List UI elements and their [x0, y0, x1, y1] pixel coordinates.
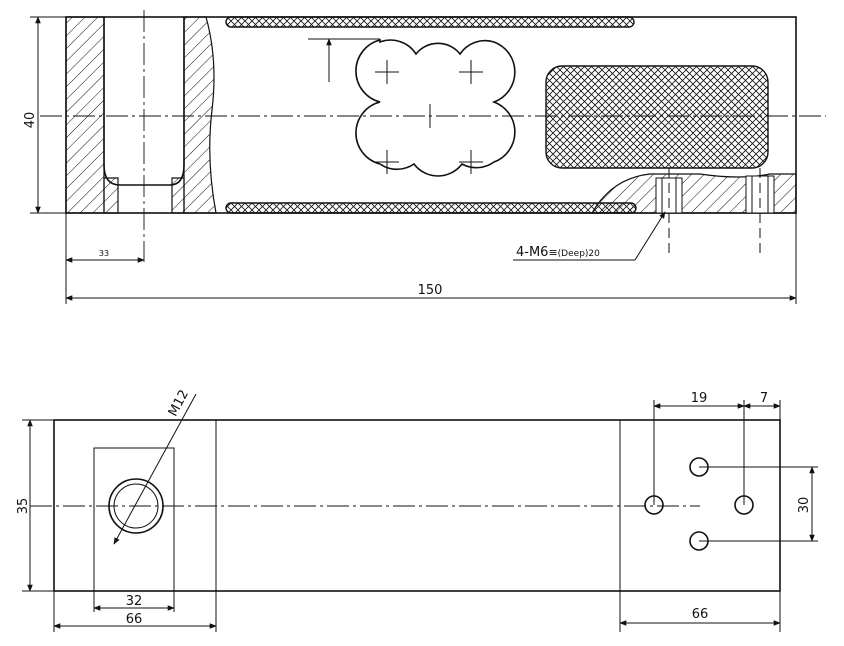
thread-symbol: ≡	[548, 246, 557, 259]
spacing-7-label: 7	[760, 391, 768, 406]
left-hatched-section	[65, 16, 105, 214]
thread-callout: 4-M6≡(Deep)20	[516, 245, 600, 260]
length-dim-label: 150	[418, 283, 443, 298]
slot-bottom-hatch-left	[103, 177, 119, 214]
left-hatched-wall	[183, 16, 217, 214]
spacing-19-label: 19	[691, 391, 708, 406]
top-view-outline	[53, 419, 781, 592]
spacing-30-label: 30	[797, 497, 812, 514]
thread-depth: (Deep)20	[558, 249, 600, 259]
right-pocket	[545, 65, 769, 169]
flexure-crosses	[375, 60, 483, 174]
front-view: 40 33 150 4-M6≡(Deep)20	[23, 10, 826, 304]
top-view: M12 19 7 30 35	[16, 388, 818, 632]
small-dim-label: 33	[99, 249, 109, 258]
pad-outer-label: 66	[126, 612, 143, 627]
right-hatched-section	[590, 173, 797, 214]
flexure-cutout	[355, 38, 516, 177]
top-strip	[225, 16, 635, 28]
slot-outline	[103, 17, 185, 186]
width-dim-label: 35	[16, 498, 31, 515]
thread-note: 4-M6	[516, 245, 548, 260]
m12-label: M12	[166, 388, 192, 420]
slot-bottom-hatch-right	[171, 177, 185, 214]
m12-leader	[113, 393, 197, 545]
mounting-holes	[644, 457, 754, 551]
height-dim-label: 40	[23, 112, 38, 129]
pad-inner-label: 32	[126, 594, 143, 609]
left-pad	[93, 447, 175, 592]
right-pad-label: 66	[692, 607, 709, 622]
bottom-strip	[225, 202, 637, 214]
